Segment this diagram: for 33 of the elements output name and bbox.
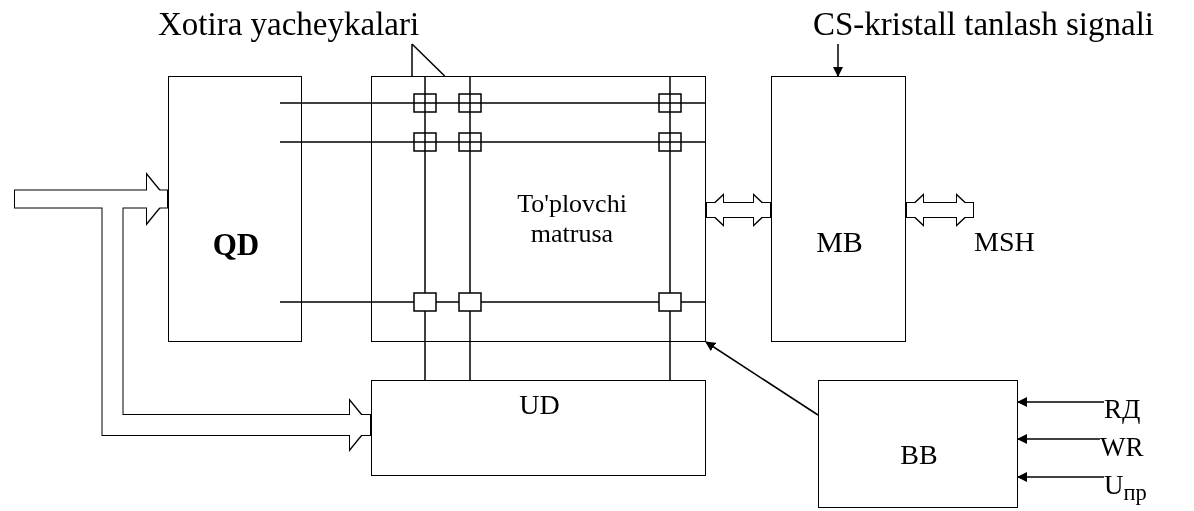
- arrow: [1017, 434, 1101, 444]
- block-label: UD: [518, 389, 561, 422]
- block-label: To'plovchi matrusa: [516, 189, 628, 249]
- word-line: [279, 141, 707, 143]
- arrow: [1017, 397, 1105, 407]
- signal-label: U$_{пр}$: [1104, 470, 1147, 507]
- arrow: [705, 341, 819, 416]
- leader-line: [411, 43, 413, 77]
- leader-line: [411, 43, 446, 77]
- word-line: [279, 102, 707, 104]
- control-block: [818, 380, 1018, 508]
- signal-label: RД: [1104, 394, 1141, 426]
- block-arrow: [101, 208, 371, 452]
- bit-line: [424, 75, 426, 381]
- arrow: [833, 43, 843, 77]
- cells-label: Xotira yacheykalari: [158, 6, 420, 44]
- bus-label: MSH: [974, 226, 1035, 259]
- arrow: [1017, 472, 1105, 482]
- bit-line: [469, 75, 471, 381]
- block-arrow: [14, 172, 168, 226]
- block-arrow: [706, 193, 771, 227]
- block-label: MB: [815, 225, 864, 260]
- block-label: BB: [899, 439, 939, 472]
- signal-label: WR: [1100, 432, 1144, 464]
- block-arrow: [906, 193, 974, 227]
- buffer-block: [771, 76, 906, 342]
- word-line: [279, 301, 707, 303]
- bit-line: [669, 75, 671, 381]
- block-label: QD: [211, 227, 261, 263]
- decoder-block: [168, 76, 302, 342]
- decoder-block: [371, 380, 706, 476]
- signal-label: CS-kristall tanlash signali: [813, 6, 1154, 44]
- matrix-block: [371, 76, 706, 342]
